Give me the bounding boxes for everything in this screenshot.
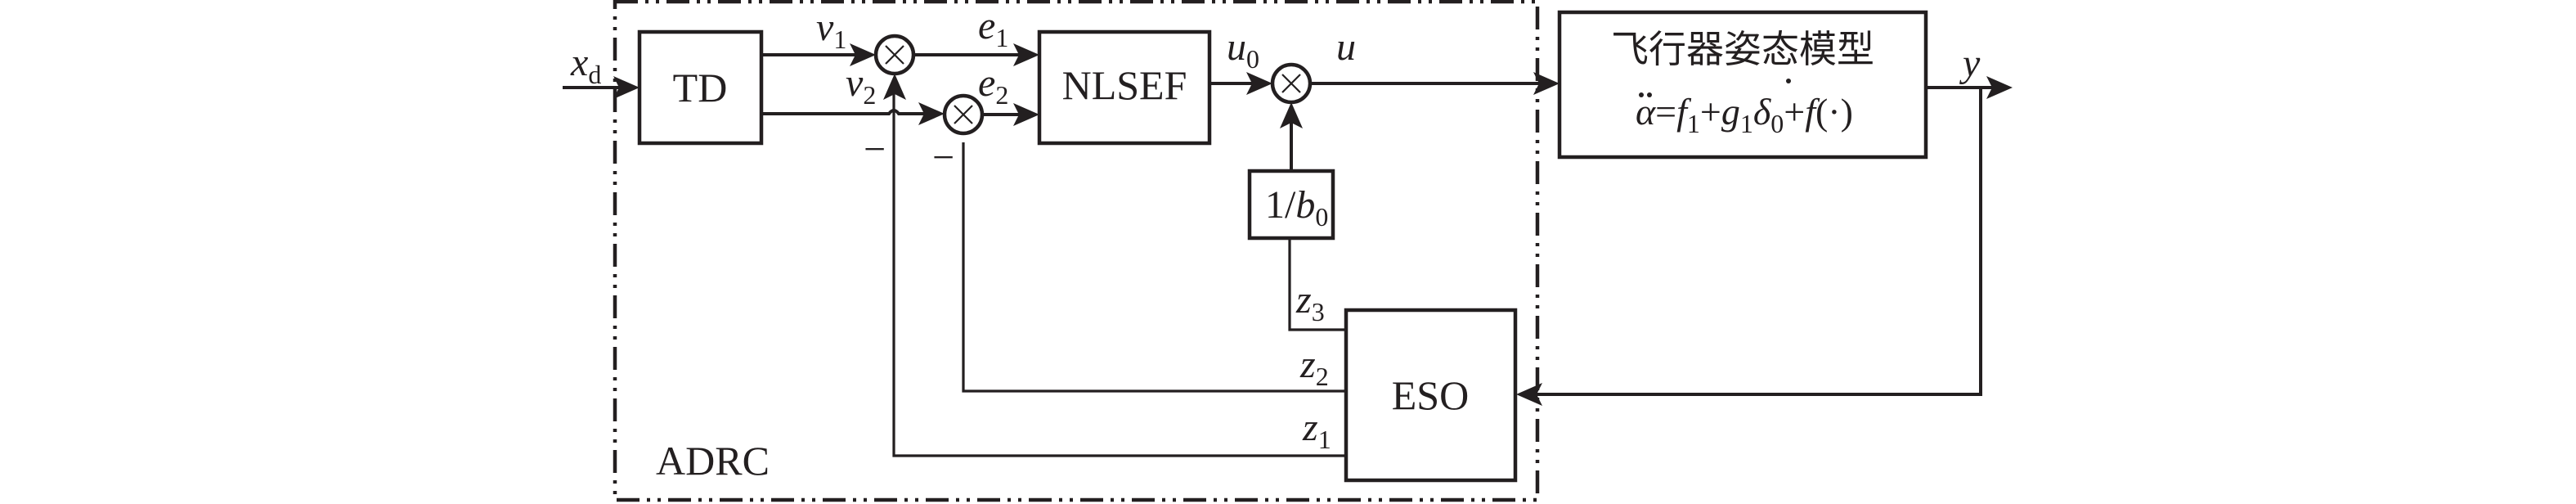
z3-feedback-line xyxy=(1288,238,1346,331)
u-arrowhead xyxy=(1533,72,1560,95)
v1-arrowhead xyxy=(850,43,876,66)
eso-block-label: ESO xyxy=(1392,372,1469,418)
z1-arrowhead xyxy=(883,74,906,100)
adrc-container-label: ADRC xyxy=(656,438,770,484)
signal-label-e2: e2 xyxy=(978,61,1008,110)
v2-arrowhead xyxy=(918,102,945,125)
plant-equation: α=f1+g1δ0+f(·) xyxy=(1636,79,1853,138)
y-feedback-line xyxy=(1528,88,1982,396)
gain-output-arrowhead xyxy=(1280,102,1303,128)
z2-feedback-line xyxy=(962,142,1346,393)
sum1-minus-sign: − xyxy=(864,128,886,171)
u0-arrowhead xyxy=(1246,72,1272,95)
alpha-ddot-right xyxy=(1647,92,1652,97)
signal-label-y: y xyxy=(1959,42,1981,85)
plant-block-title: 飞行器姿态模型 xyxy=(1611,27,1874,71)
gain-var: b xyxy=(1295,183,1315,227)
td-block xyxy=(637,29,764,146)
nlsef-block-label: NLSEF xyxy=(1062,62,1187,108)
e2-arrowhead xyxy=(1013,103,1039,126)
multiply-junction xyxy=(1270,62,1313,105)
fdot-dot xyxy=(1786,79,1791,83)
sum-junction-2 xyxy=(942,93,985,136)
y-arrowhead xyxy=(1986,76,2013,99)
signal-label-e1: e1 xyxy=(978,4,1008,52)
signal-label-u0: u0 xyxy=(1227,25,1259,74)
gain-block-label: 1/b0 xyxy=(1265,183,1328,232)
v2-line xyxy=(761,109,934,115)
signal-label-z1: z1 xyxy=(1302,406,1331,454)
gain-sub: 0 xyxy=(1315,202,1328,232)
z1-feedback-line xyxy=(892,85,1346,457)
e1-arrowhead xyxy=(1013,43,1039,66)
signal-label-z3: z3 xyxy=(1295,278,1325,326)
alpha-ddot-left xyxy=(1639,92,1644,97)
plant-equation-text: α=f1+g1δ0+f(·) xyxy=(1636,91,1853,138)
gain-block xyxy=(1247,169,1335,241)
signal-label-z2: z2 xyxy=(1299,343,1329,391)
plant-block xyxy=(1557,10,1928,160)
td-block-label: TD xyxy=(673,65,728,110)
signal-label-u: u xyxy=(1336,25,1356,69)
signal-label-xd: xd xyxy=(570,41,601,89)
nlsef-block xyxy=(1037,29,1212,146)
signal-label-v1: v1 xyxy=(816,6,846,54)
adrc-container-border xyxy=(613,0,1540,502)
eso-input-arrowhead xyxy=(1516,383,1542,406)
signal-label-v2: v2 xyxy=(846,61,876,110)
gain-numerator: 1/ xyxy=(1265,183,1296,227)
xd-arrowhead xyxy=(613,76,640,99)
sum2-minus-sign: − xyxy=(932,136,954,179)
sum-junction-1 xyxy=(873,34,916,76)
eso-block xyxy=(1344,308,1518,483)
